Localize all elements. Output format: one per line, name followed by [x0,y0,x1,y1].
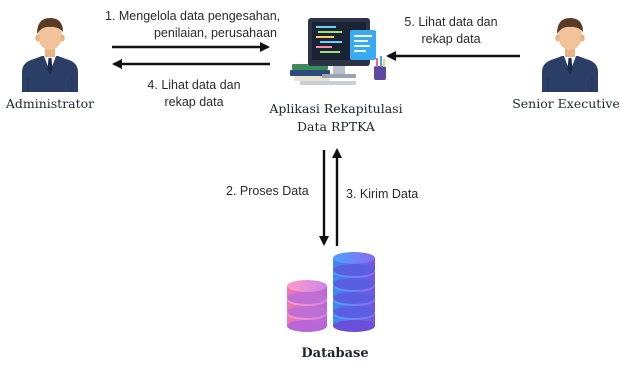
system-label-line2: Data RPTKA [297,119,375,134]
flow-2-label: 2. Proses Data [226,184,309,198]
flow-4-label: 4. Lihat data dan rekap data [128,77,260,111]
flow-5-label: 5. Lihat data dan rekap data [388,14,514,48]
administrator-icon [22,18,78,92]
database-icon [287,252,375,332]
system-label-line1: Aplikasi Rekapitulasi [269,101,403,116]
senior-executive-icon [542,18,598,92]
flow-5-line1: 5. Lihat data dan [404,15,498,29]
flow-4-line2: rekap data [164,95,224,109]
computer-icon [290,18,386,85]
flow-5-line2: rekap data [421,32,481,46]
database-label: Database [301,346,369,361]
flow-1-label: 1. Mengelola data pengesahan, penilaian,… [105,8,281,42]
senior-executive-label: Senior Executive [512,96,620,111]
flow-1-line2: penilaian, perusahaan [153,26,277,40]
flow-1-line1: 1. Mengelola data pengesahan, [105,9,281,23]
system-label: Aplikasi Rekapitulasi Data RPTKA [258,100,414,136]
flow-4-line1: 4. Lihat data dan [147,78,241,92]
administrator-label: Administrator [5,96,95,111]
flow-3-label: 3. Kirim Data [346,187,419,201]
